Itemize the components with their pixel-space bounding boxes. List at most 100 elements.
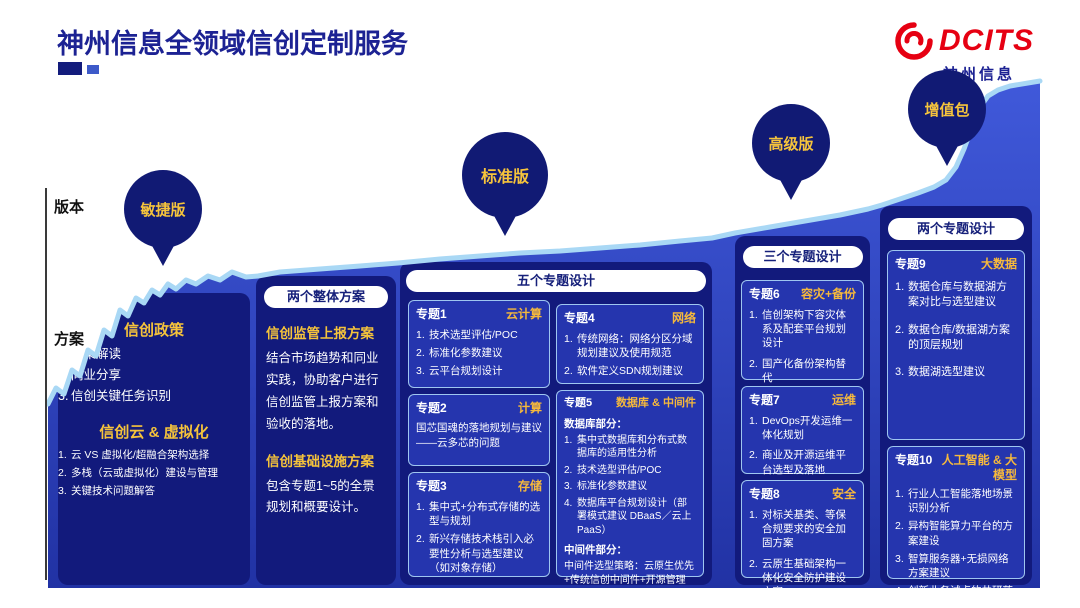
topic-box-3: 专题3 存储 集中式+分布式存储的选型与规划 新兴存储技术栈引入必要性分析与选型… bbox=[408, 472, 550, 577]
topic-box-6: 专题6 容灾+备份 信创架构下容灾体系及配套平台规划设计 国产化备份架构替代 bbox=[741, 280, 864, 384]
panel-agile-version: 信创政策 政策解读 同业分享 信创关键任务识别 信创云 & 虚拟化 云 VS 虚… bbox=[58, 293, 250, 585]
list-item: 云 VS 虚拟化/超融合架构选择 bbox=[58, 448, 250, 462]
list-item: 云原生基础架构一体化安全防护建设方案 bbox=[749, 557, 856, 600]
topic-name: 容灾+备份 bbox=[800, 287, 856, 301]
overall-section2-title: 信创基础设施方案 bbox=[266, 453, 374, 469]
topic-head: 专题5 数据库 & 中间件 bbox=[564, 397, 696, 411]
topic-label: 专题7 bbox=[749, 393, 780, 407]
topic-box-1: 专题1 云计算 技术选型评估/POC 标准化参数建议 云平台规划设计 bbox=[408, 300, 550, 388]
list-item: 数据仓库/数据湖方案的顶层规划 bbox=[895, 323, 1017, 353]
topic-label: 专题1 bbox=[416, 307, 447, 321]
topic-head: 专题6 容灾+备份 bbox=[749, 287, 856, 302]
list-item: 商业及开源运维平台选型及落地 bbox=[749, 448, 856, 476]
topic-name: 运维 bbox=[831, 393, 856, 407]
list-item: 数据湖选型建议 bbox=[895, 365, 1017, 380]
title-accent-square-dark bbox=[58, 62, 82, 75]
topic-label: 专题5 bbox=[564, 397, 593, 409]
topic-label: 专题9 bbox=[895, 257, 926, 271]
list-item: 同业分享 bbox=[58, 367, 250, 384]
topic-head: 专题4 网络 bbox=[564, 311, 696, 326]
panel-advanced-version: 三个专题设计 专题6 容灾+备份 信创架构下容灾体系及配套平台规划设计 国产化备… bbox=[735, 236, 870, 598]
list-item: 信创架构下容灾体系及配套平台规划设计 bbox=[749, 308, 856, 351]
topic-box-5: 专题5 数据库 & 中间件 数据库部分： 集中式数据库和分布式数据库的适用性分析… bbox=[556, 390, 704, 586]
list-item: 异构智能算力平台的方案建设 bbox=[895, 519, 1017, 547]
db-list: 集中式数据库和分布式数据库的适用性分析 技术选型评估/POC 标准化参数建议 数… bbox=[564, 434, 696, 538]
db-section-heading: 数据库部分： bbox=[564, 417, 627, 430]
list-item: 集中式数据库和分布式数据库的适用性分析 bbox=[564, 434, 696, 461]
topic-label: 专题4 bbox=[564, 311, 595, 325]
topic-name: 计算 bbox=[517, 401, 542, 415]
topic-box-4: 专题4 网络 传统网络：网络分区分域规划建议及使用规范 软件定义SDN规划建议 bbox=[556, 304, 704, 384]
topic-list: DevOps开发运维一体化规划 商业及开源运维平台选型及落地 bbox=[749, 414, 856, 477]
panel-overall-plans: 两个整体方案 信创监管上报方案 结合市场趋势和同业实践，协助客户进行信创监管上报… bbox=[256, 276, 396, 585]
panel-standard-version: 五个专题设计 专题1 云计算 技术选型评估/POC 标准化参数建议 云平台规划设… bbox=[400, 262, 712, 586]
title-accent-square-light bbox=[87, 65, 99, 74]
overall-pill: 两个整体方案 bbox=[264, 286, 388, 308]
topic-name: 大数据 bbox=[980, 257, 1017, 271]
agile-section1-list: 政策解读 同业分享 信创关键任务识别 bbox=[58, 346, 250, 405]
topic-box-10: 专题10 人工智能 & 大模型 行业人工智能落地场景识别分析 异构智能算力平台的… bbox=[887, 446, 1025, 608]
logo-brand-text: DCITS bbox=[939, 24, 1034, 57]
panel-value-pack: 两个专题设计 专题9 大数据 数据仓库与数据湖方案对比与选型建议 数据仓库/数据… bbox=[880, 206, 1032, 608]
list-item: 技术选型评估/POC bbox=[564, 464, 696, 478]
list-item: 智算服务器+无损网络方案建议 bbox=[895, 552, 1017, 580]
list-item: 政策解读 bbox=[58, 346, 250, 363]
list-item: 新兴存储技术栈引入必要性分析与选型建议（如对象存储） bbox=[416, 532, 542, 575]
topic-name: 云计算 bbox=[505, 307, 542, 321]
pin-label: 增值包 bbox=[924, 101, 970, 119]
agile-section1-title: 信创政策 bbox=[123, 322, 184, 339]
axis-label-plan: 方案 bbox=[54, 331, 85, 348]
topic-name: 安全 bbox=[831, 487, 856, 501]
topic-list: 数据仓库与数据湖方案对比与选型建议 数据仓库/数据湖方案的顶层规划 数据湖选型建… bbox=[895, 280, 1017, 380]
axis-line bbox=[45, 188, 47, 580]
topic-head: 专题7 运维 bbox=[749, 393, 856, 408]
topic-body: 国芯国魂的落地规划与建议——云多芯的问题 bbox=[416, 422, 542, 449]
pin-label: 高级版 bbox=[768, 135, 814, 153]
list-item: 对标关基类、等保合规要求的安全加固方案 bbox=[749, 508, 856, 551]
list-item: DevOps开发运维一体化规划 bbox=[749, 414, 856, 442]
topic-head: 专题2 计算 bbox=[416, 401, 542, 416]
list-item: 标准化参数建议 bbox=[564, 480, 696, 494]
topic-label: 专题6 bbox=[749, 287, 780, 301]
pin-label: 标准版 bbox=[480, 169, 529, 186]
topic-label: 专题3 bbox=[416, 479, 447, 493]
mw-body: 中间件选型策略：云原生优先+传统信创中间件+开源管理 bbox=[564, 561, 694, 587]
overall-section2-body: 包含专题1~5的全景规划和概要设计。 bbox=[266, 478, 375, 515]
topic-head: 专题9 大数据 bbox=[895, 257, 1017, 272]
topic-head: 专题1 云计算 bbox=[416, 307, 542, 322]
list-item: 行业人工智能落地场景识别分析 bbox=[895, 487, 1017, 515]
topic-box-2: 专题2 计算 国芯国魂的落地规划与建议——云多芯的问题 bbox=[408, 394, 550, 466]
list-item: 技术选型评估/POC bbox=[416, 328, 542, 342]
topic-head: 专题3 存储 bbox=[416, 479, 542, 494]
overall-body: 信创监管上报方案 结合市场趋势和同业实践，协助客户进行信创监管上报方案和验收的落… bbox=[256, 322, 396, 519]
axis-label-version: 版本 bbox=[54, 199, 85, 216]
overall-section1-body: 结合市场趋势和同业实践，协助客户进行信创监管上报方案和验收的落地。 bbox=[266, 351, 379, 431]
topic-name: 数据库 & 中间件 bbox=[615, 397, 696, 409]
topic-head: 专题10 人工智能 & 大模型 bbox=[895, 453, 1017, 483]
list-item: 多栈（云或虚拟化）建设与管理 bbox=[58, 466, 250, 480]
topic-list: 集中式+分布式存储的选型与规划 新兴存储技术栈引入必要性分析与选型建议（如对象存… bbox=[416, 500, 542, 575]
list-item: 国产化备份架构替代 bbox=[749, 357, 856, 385]
agile-section2-list: 云 VS 虚拟化/超融合架构选择 多栈（云或虚拟化）建设与管理 关键技术问题解答 bbox=[58, 448, 250, 499]
value-pill: 两个专题设计 bbox=[888, 218, 1024, 240]
standard-pill: 五个专题设计 bbox=[406, 270, 706, 292]
pin-standard: 标准版 bbox=[462, 132, 548, 218]
topic-name: 存储 bbox=[517, 479, 542, 493]
pin-label: 敏捷版 bbox=[140, 201, 186, 219]
list-item: 云平台规划设计 bbox=[416, 364, 542, 378]
list-item: 关键技术问题解答 bbox=[58, 484, 250, 498]
advanced-pill: 三个专题设计 bbox=[742, 246, 863, 268]
topic-head: 专题8 安全 bbox=[749, 487, 856, 502]
topic-list: 信创架构下容灾体系及配套平台规划设计 国产化备份架构替代 bbox=[749, 308, 856, 385]
list-item: 信创关键任务识别 bbox=[58, 388, 250, 405]
pin-agile: 敏捷版 bbox=[124, 170, 202, 248]
dcits-swirl-icon bbox=[895, 22, 933, 60]
topic-list: 传统网络：网络分区分域规划建议及使用规范 软件定义SDN规划建议 bbox=[564, 332, 696, 379]
logo-row: DCITS bbox=[893, 20, 1034, 62]
topic-list: 对标关基类、等保合规要求的安全加固方案 云原生基础架构一体化安全防护建设方案 bbox=[749, 508, 856, 599]
topic-box-9: 专题9 大数据 数据仓库与数据湖方案对比与选型建议 数据仓库/数据湖方案的顶层规… bbox=[887, 250, 1025, 440]
topic-box-8: 专题8 安全 对标关基类、等保合规要求的安全加固方案 云原生基础架构一体化安全防… bbox=[741, 480, 864, 598]
pin-value-pack: 增值包 bbox=[908, 70, 986, 148]
topic-label: 专题8 bbox=[749, 487, 780, 501]
